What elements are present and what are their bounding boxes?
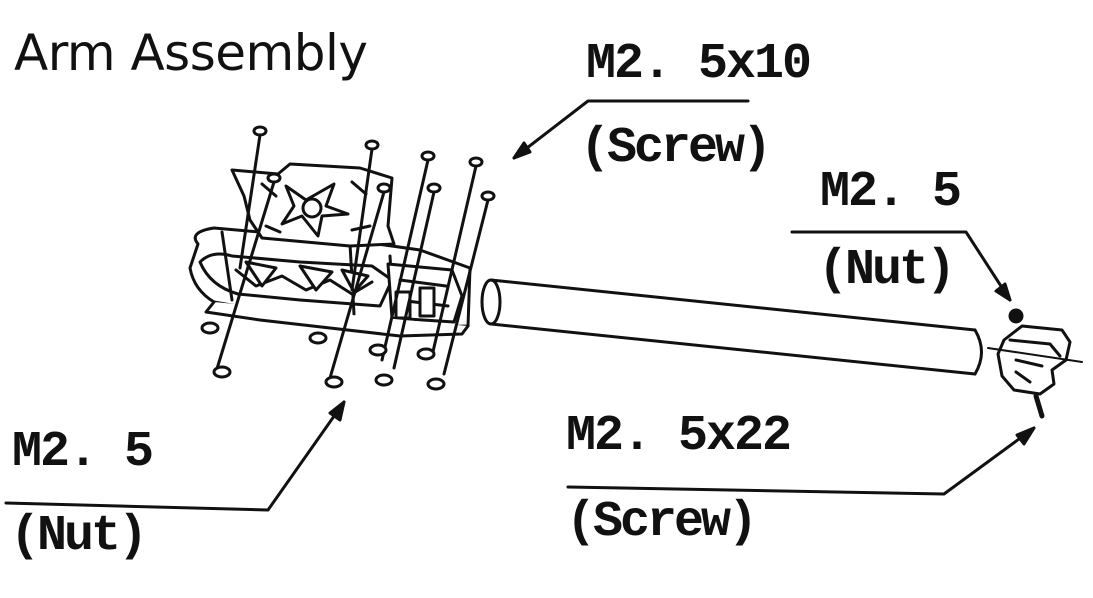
nut (374, 373, 394, 387)
callout-screw-bottom-kind: (Screw) (566, 494, 758, 551)
callout-nut-left-kind: (Nut) (10, 508, 148, 565)
nut (212, 365, 232, 379)
screw (442, 190, 496, 376)
arrowhead (512, 141, 532, 160)
nut (368, 343, 388, 357)
arrowhead (328, 400, 346, 422)
screw (238, 125, 268, 270)
carbon-tube (480, 278, 983, 376)
screw (430, 156, 484, 358)
callout-screw-top-kind: (Screw) (580, 120, 772, 177)
nut (200, 321, 220, 335)
motor-mount-end (987, 308, 1083, 419)
screw (380, 150, 436, 362)
screws-top (214, 125, 496, 380)
callout-nut-right-spec: M2. 5 (820, 164, 962, 221)
nut (416, 347, 436, 361)
diagram-title: Arm Assembly (14, 24, 368, 82)
leader-lines (4, 99, 1036, 512)
leader-nut-left (4, 400, 346, 512)
screw (350, 139, 380, 292)
nut (324, 375, 344, 389)
arrowhead (1015, 426, 1036, 446)
callout-screw-top-spec: M2. 5x10 (586, 36, 812, 93)
screw (392, 182, 442, 370)
nut (308, 331, 328, 345)
leader-screw-bottom (566, 426, 1036, 496)
nut (426, 377, 446, 391)
callout-nut-left-spec: M2. 5 (12, 424, 154, 481)
nuts-bottom (200, 321, 446, 391)
leader-screw-top (512, 99, 750, 160)
callout-nut-right-kind: (Nut) (818, 242, 956, 299)
leader-nut-right (790, 230, 1012, 302)
arrowhead (994, 282, 1012, 302)
screw (328, 182, 392, 380)
callout-screw-bottom-spec: M2. 5x22 (566, 408, 792, 465)
screw (214, 172, 282, 374)
